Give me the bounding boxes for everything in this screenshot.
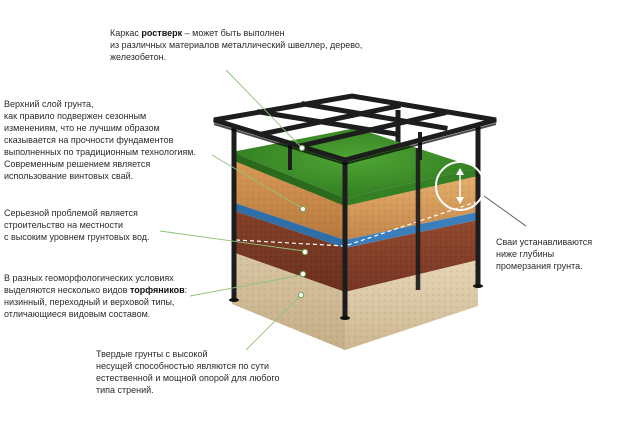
frame-beam-2	[301, 101, 448, 131]
annotation-groundwater-line: с высоким уровнем грунтовых вод.	[4, 232, 150, 242]
hardsoil-texture-left	[232, 252, 345, 350]
dot-topsoil	[299, 205, 307, 213]
annotation-hardsoil-line: естественной и мощной опорой для любого	[96, 373, 280, 383]
soil-block-right-face	[345, 176, 478, 350]
leader-piles	[483, 195, 527, 227]
annotation-frame-line-3: железобетон.	[110, 52, 167, 62]
annotation-groundwater-line: Серьезной проблемой является	[4, 208, 138, 218]
pile-foot-right	[473, 284, 483, 288]
peat-texture-left	[232, 210, 345, 292]
annotation-piles-line: Сваи устанавливаются	[496, 237, 593, 247]
peat-texture-right	[345, 220, 478, 292]
annotation-hardsoil-line: Твердые грунты с высокой	[96, 349, 208, 359]
annotation-hardsoil-line: типа стрений.	[96, 385, 154, 395]
annotation-topsoil-line: использование винтовых свай.	[4, 171, 134, 181]
grass-edge-right	[345, 168, 478, 206]
annotation-groundwater: Серьезной проблемой является строительств…	[4, 207, 150, 243]
leader-topsoil	[211, 154, 303, 209]
annotation-piles: Сваи устанавливаются ниже глубины промерза…	[496, 236, 592, 272]
annotation-peat-colon: :	[184, 285, 188, 295]
leader-hardsoil	[245, 295, 301, 351]
annotation-topsoil-line: изменениям, что не лучшим образом	[4, 123, 160, 133]
annotation-frame-text: Каркас	[110, 28, 142, 38]
frost-depth-line	[235, 201, 477, 247]
annotation-peat-line-1: В разных геоморфологических условиях	[4, 273, 174, 283]
frame-thickness	[213, 123, 497, 166]
annotation-topsoil-line: сказывается на прочности фундаментов	[4, 135, 174, 145]
topsoil-texture-right	[345, 176, 478, 240]
callout-circle	[435, 161, 485, 211]
arrow-head-down-icon	[456, 197, 464, 204]
groundwater-layer-right	[345, 212, 478, 248]
annotation-topsoil-line: Верхний слой грунта,	[4, 99, 94, 109]
pile-foot-center	[340, 316, 350, 320]
annotation-hardsoil: Твердые грунты с высокой несущей способно…	[96, 348, 280, 396]
annotation-piles-line: ниже глубины	[496, 249, 555, 259]
annotation-frame-line-2: из различных материалов металлический шв…	[110, 40, 363, 50]
annotation-frame-text-2: – может быть выполнен	[182, 28, 285, 38]
leader-peat	[189, 274, 303, 297]
annotation-topsoil-line: Современным решением является	[4, 159, 151, 169]
frame-beam-3	[259, 103, 401, 137]
pile-foot-left	[229, 298, 239, 302]
annotation-topsoil-line: как правило подвержен сезонным	[4, 111, 147, 121]
leader-frame	[225, 69, 301, 147]
annotation-frame: Каркас ростверк – может быть выполнен из …	[110, 27, 362, 63]
dot-groundwater	[301, 248, 309, 256]
annotation-frame-bold: ростверк	[141, 28, 183, 38]
leader-dots	[297, 144, 309, 299]
annotation-peat: В разных геоморфологических условиях выде…	[4, 272, 187, 320]
hardsoil-texture-right	[345, 260, 478, 350]
arrow-head-up-icon	[456, 168, 464, 175]
grass-edge-left	[232, 152, 345, 206]
annotation-peat-bold: торфяников	[129, 285, 185, 295]
annotation-piles-line: промерзания грунта.	[496, 261, 583, 271]
frame-beam-4	[297, 110, 447, 149]
annotation-topsoil: Верхний слой грунта, как правило подверже…	[4, 98, 196, 182]
leader-lines	[159, 69, 527, 351]
dot-peat	[299, 270, 307, 278]
annotation-peat-line-2: выделяются несколько видов	[4, 285, 130, 295]
pile-depth-callout	[435, 161, 485, 211]
annotation-peat-line-3: низинный, переходный и верховой типы,	[4, 297, 175, 307]
annotation-hardsoil-line: несущей способностью являются по сути	[96, 361, 270, 371]
annotation-groundwater-line: строительство на местности	[4, 220, 124, 230]
dot-frame	[298, 144, 306, 152]
groundwater-layer-left	[232, 202, 345, 248]
annotation-topsoil-line: выполненных по традиционным технологиям.	[4, 147, 196, 157]
annotation-peat-line-4: отличающиеся видовым составом.	[4, 309, 151, 319]
dot-hardsoil	[297, 291, 305, 299]
leader-groundwater	[159, 230, 305, 252]
screw-piles	[229, 124, 483, 320]
